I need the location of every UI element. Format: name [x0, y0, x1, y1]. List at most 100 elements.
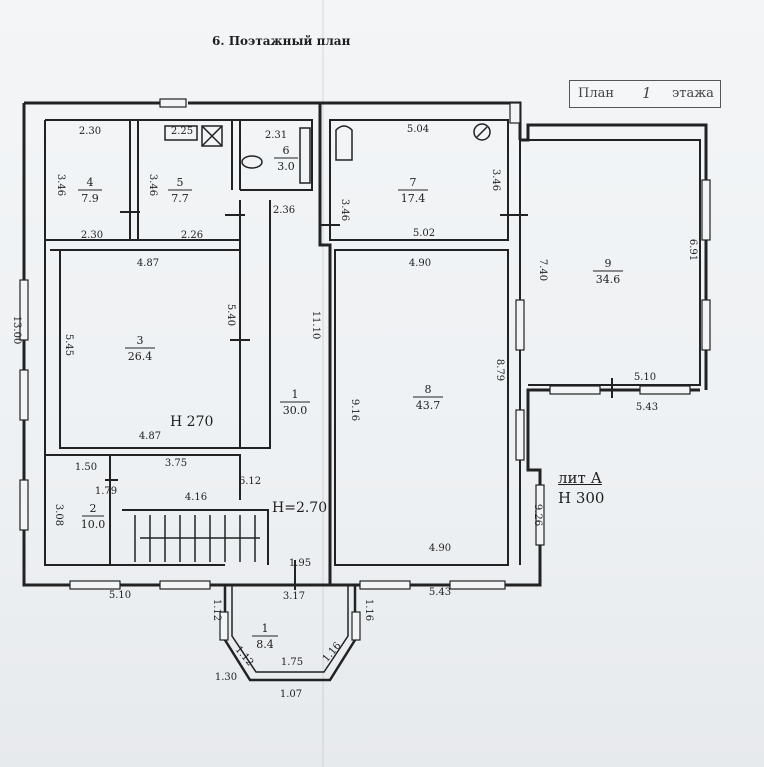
wall-5-6-divider — [231, 120, 241, 190]
window — [449, 580, 506, 590]
outer-wall-left — [22, 103, 330, 587]
inner-wall-top — [45, 119, 313, 191]
dim: 5.04 — [407, 124, 429, 135]
dim: 5.45 — [63, 334, 74, 356]
dim: 8.79 — [494, 359, 505, 381]
dim: 4.87 — [137, 258, 159, 269]
inner-wall-left — [44, 120, 225, 566]
wall-4-5-divider — [129, 120, 139, 240]
room-4-area: 7.9 — [81, 192, 99, 205]
shower-icon — [335, 125, 353, 161]
window — [359, 580, 411, 590]
room-1b-number: 1 — [262, 622, 269, 635]
window — [515, 409, 525, 461]
room-5-number: 5 — [177, 176, 184, 189]
dim: 3.46 — [147, 174, 158, 196]
dim: 2.31 — [265, 130, 287, 141]
room-1-number: 1 — [292, 388, 299, 401]
building-label: лит А Н 300 — [558, 468, 604, 508]
outer-wall-room9 — [520, 123, 708, 390]
dim: 3.46 — [339, 199, 350, 221]
dim: 4.87 — [139, 431, 161, 442]
room-3-area: 26.4 — [128, 350, 153, 363]
inner-wall-center — [318, 103, 332, 585]
dim: 6.91 — [687, 239, 698, 261]
dim: 5.43 — [429, 587, 451, 598]
room-1b-area: 8.4 — [256, 638, 274, 651]
dim: 5.40 — [225, 304, 236, 326]
boiler-icon — [473, 123, 491, 141]
stair-walls — [122, 509, 269, 565]
dim: 3.17 — [283, 591, 305, 602]
window — [639, 385, 691, 395]
bathtub-icon — [164, 125, 198, 141]
dim: 9.26 — [532, 504, 543, 526]
room-7-area: 17.4 — [401, 192, 426, 205]
lit-label: лит А — [558, 469, 602, 487]
window — [159, 580, 211, 590]
room-2-area: 10.0 — [81, 518, 106, 531]
dim: 3.46 — [55, 174, 66, 196]
dim: 5.02 — [413, 228, 435, 239]
dim: 1.12 — [211, 599, 222, 621]
dim: 1.30 — [215, 672, 237, 683]
dim: 4.90 — [429, 543, 451, 554]
dim: 2.30 — [81, 230, 103, 241]
dim: 1.75 — [281, 657, 303, 668]
room-4-number: 4 — [87, 176, 94, 189]
dim: 4.16 — [185, 492, 207, 503]
dim: 3.08 — [53, 504, 64, 526]
room8-walls — [334, 249, 509, 566]
room-5-area: 7.7 — [171, 192, 189, 205]
dim: 2.26 — [181, 230, 203, 241]
dim: 5.43 — [636, 402, 658, 413]
room-9-area: 34.6 — [596, 273, 621, 286]
staircase — [134, 515, 260, 562]
dim: 11.10 — [310, 311, 321, 340]
dim: 1.50 — [75, 462, 97, 473]
lit-height: Н 300 — [558, 489, 605, 507]
room-8-number: 8 — [425, 383, 432, 396]
page-title: 6. Поэтажный план — [212, 34, 351, 48]
paper-fold — [322, 0, 324, 767]
height-room3: Н 270 — [170, 414, 213, 430]
window — [509, 102, 521, 124]
window — [69, 580, 121, 590]
dim: 3.75 — [165, 458, 187, 469]
room9-walls — [528, 139, 701, 386]
window — [19, 279, 29, 341]
window — [159, 98, 187, 108]
outer-wall-bottom-right — [330, 388, 700, 587]
plan-prefix: План — [578, 86, 615, 101]
dim: 2.30 — [79, 126, 101, 137]
room-6-area: 3.0 — [277, 160, 295, 173]
room-8-area: 43.7 — [416, 399, 441, 412]
dim: 1.95 — [289, 558, 311, 569]
dim: 1.16 — [321, 640, 344, 664]
floor-plan-label: План 1 этажа — [569, 80, 721, 108]
porch-inner — [231, 585, 349, 673]
room7-walls — [329, 119, 509, 241]
dim: 6.12 — [239, 476, 261, 487]
plan-suffix: этажа — [672, 86, 714, 101]
dim: 4.90 — [409, 258, 431, 269]
corridor-walls — [239, 200, 271, 449]
window — [535, 484, 545, 546]
window — [19, 479, 29, 531]
sink-icon — [201, 125, 223, 147]
dim: 2.25 — [171, 126, 193, 137]
window — [19, 369, 29, 421]
room-1-area: 30.0 — [283, 404, 308, 417]
dim: 5.10 — [634, 372, 656, 383]
room-3-number: 3 — [137, 334, 144, 347]
dim: 1.79 — [95, 486, 117, 497]
window — [515, 299, 525, 351]
height-stair: Н=2.70 — [272, 500, 327, 516]
room-9-number: 9 — [605, 257, 612, 270]
window — [351, 611, 361, 641]
room-7-number: 7 — [410, 176, 417, 189]
dim: 7.40 — [537, 259, 548, 281]
room-2-number: 2 — [90, 502, 97, 515]
